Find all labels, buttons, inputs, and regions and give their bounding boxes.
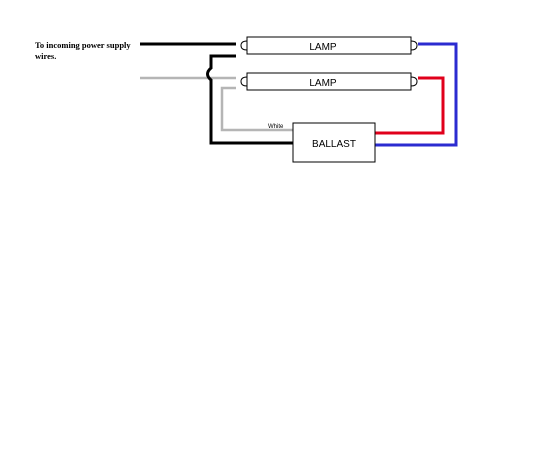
lamp-1-left-pin: [240, 40, 248, 51]
blue-wire: [375, 42, 458, 147]
lamp-1-label: LAMP: [309, 42, 337, 53]
lamp-2-left-pin: [240, 76, 248, 87]
ballast: BALLAST: [292, 122, 376, 163]
supply-note: To incoming power supply wires.: [35, 40, 131, 61]
lamp-1: LAMP: [240, 36, 418, 55]
red-wire: [375, 76, 445, 135]
ballast-label: BALLAST: [312, 139, 356, 150]
lamp-1-right-pin: [410, 40, 418, 51]
black-ballast-wire: [206, 54, 293, 145]
ballast-box: [292, 122, 376, 163]
lamp-2-label: LAMP: [309, 78, 337, 89]
lamp-2: LAMP: [240, 72, 418, 91]
lamp-2-right-pin: [410, 76, 418, 87]
lamp-1-tube: [246, 36, 412, 55]
lamp-2-tube: [246, 72, 412, 91]
white-wire-label: White: [268, 124, 284, 130]
white-ballast-wire: [220, 86, 293, 132]
